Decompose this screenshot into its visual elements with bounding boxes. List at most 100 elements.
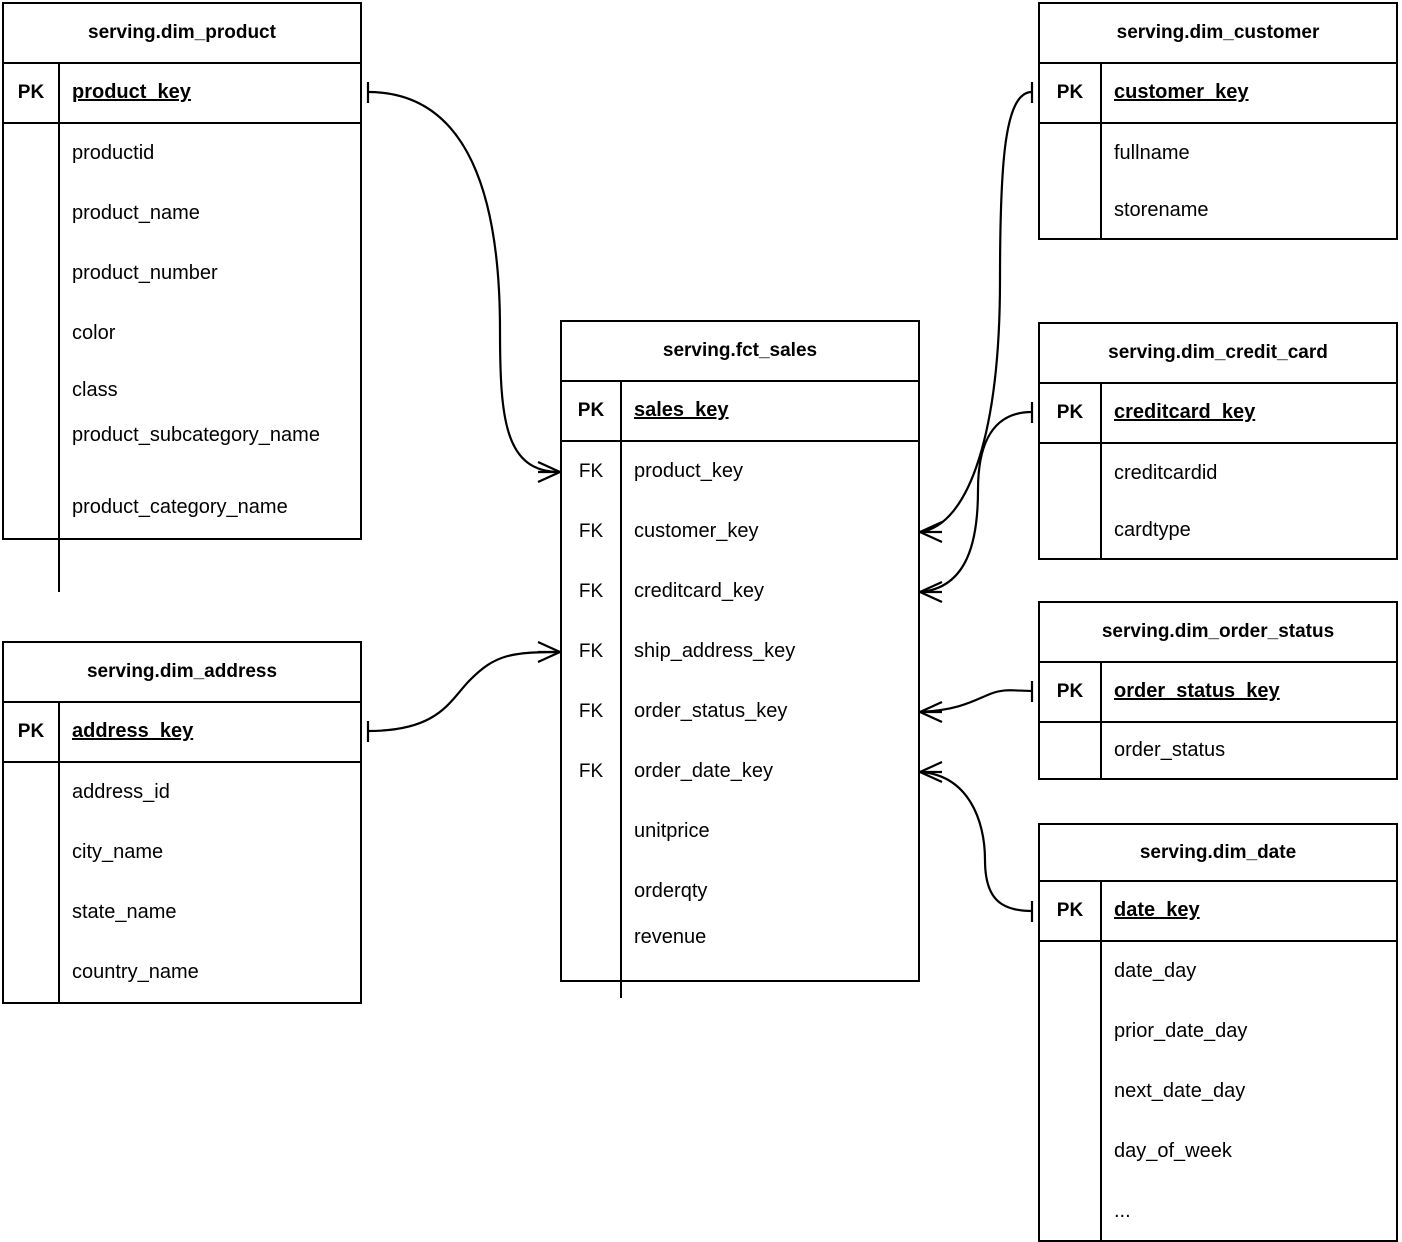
field-row-address-id[interactable]: address_id (4, 763, 360, 823)
field-name-ellipsis: ... (1114, 1200, 1131, 1223)
crows-foot-fct-sales-order-status-key (919, 700, 943, 724)
key-label-fk: FK (562, 682, 622, 742)
field-row-product-subcategory-name[interactable]: product_subcategory_name (4, 418, 360, 492)
field-name-state-name: state_name (72, 901, 177, 924)
key-label-blank (4, 883, 60, 943)
key-label-blank (4, 763, 60, 823)
field-row-prior-date-day[interactable]: prior_date_day (1040, 1002, 1396, 1062)
key-label-fk: FK (562, 502, 622, 562)
field-row-product-key[interactable]: FK product_key (562, 442, 918, 502)
entity-title-fct-sales: serving.fct_sales (562, 322, 918, 382)
relationship-fct-sales-to-dim-credit-card (919, 402, 1034, 604)
key-label-blank (4, 124, 60, 184)
key-label-blank (1040, 1062, 1102, 1122)
entity-title-dim-customer: serving.dim_customer (1040, 4, 1396, 64)
field-row-revenue[interactable]: revenue (562, 922, 918, 998)
field-row-class[interactable]: class (4, 364, 360, 418)
field-row-creditcard-key[interactable]: PK creditcard_key (1040, 384, 1396, 444)
field-name-address-id: address_id (72, 781, 170, 804)
key-label-blank (562, 862, 622, 922)
entity-dim-date[interactable]: serving.dim_date PK date_key date_day pr… (1038, 823, 1398, 1242)
key-label-blank (1040, 1182, 1102, 1242)
relationship-dim-product-to-fct-sales (366, 82, 561, 484)
field-name-revenue: revenue (634, 926, 707, 948)
crows-foot-fct-sales-ship-address-key (537, 640, 561, 664)
field-row-product-key[interactable]: PK product_key (4, 64, 360, 124)
key-label-pk: PK (1040, 882, 1102, 940)
field-row-unitprice[interactable]: unitprice (562, 802, 918, 862)
field-name-next-date-day: next_date_day (1114, 1080, 1246, 1103)
entity-title-dim-credit-card: serving.dim_credit_card (1040, 324, 1396, 384)
key-label-blank (1040, 1002, 1102, 1062)
field-name-orderqty: orderqty (634, 880, 708, 903)
field-name-customer-key: customer_key (634, 520, 759, 543)
relationship-fct-sales-to-dim-customer (919, 82, 1034, 544)
field-row-product-category-name[interactable]: product_category_name (4, 492, 360, 592)
field-row-order-status-key[interactable]: PK order_status_key (1040, 663, 1396, 723)
field-row-date-day[interactable]: date_day (1040, 942, 1396, 1002)
field-row-day-of-week[interactable]: day_of_week (1040, 1122, 1396, 1182)
field-row-ellipsis[interactable]: ... (1040, 1182, 1396, 1242)
entity-title-dim-address: serving.dim_address (4, 643, 360, 703)
crows-foot-fct-sales-customer-key (919, 520, 943, 544)
entity-dim-credit-card[interactable]: serving.dim_credit_card PK creditcard_ke… (1038, 322, 1398, 560)
key-label-fk: FK (562, 562, 622, 622)
field-row-fullname[interactable]: fullname (1040, 124, 1396, 184)
key-label-blank (1040, 504, 1102, 558)
key-label-fk: FK (562, 622, 622, 682)
entity-title-dim-product: serving.dim_product (4, 4, 360, 64)
key-label-blank (4, 823, 60, 883)
field-row-productid[interactable]: productid (4, 124, 360, 184)
crows-foot-fct-sales-product-key (537, 460, 561, 484)
entity-dim-order-status[interactable]: serving.dim_order_status PK order_status… (1038, 601, 1398, 780)
field-name-creditcardid: creditcardid (1114, 462, 1218, 485)
key-label-blank (4, 304, 60, 364)
field-name-color: color (72, 322, 116, 345)
field-row-creditcard-key[interactable]: FK creditcard_key (562, 562, 918, 622)
entity-rows-dim-address: PK address_key address_id city_name stat… (4, 703, 360, 1003)
key-label-blank (1040, 124, 1102, 184)
entity-dim-customer[interactable]: serving.dim_customer PK customer_key ful… (1038, 2, 1398, 240)
key-label-fk: FK (562, 442, 622, 502)
entity-rows-dim-customer: PK customer_key fullname storename (1040, 64, 1396, 238)
key-label-blank (1040, 1122, 1102, 1182)
field-row-color[interactable]: color (4, 304, 360, 364)
field-row-creditcardid[interactable]: creditcardid (1040, 444, 1396, 504)
field-row-country-name[interactable]: country_name (4, 943, 360, 1003)
key-label-blank (1040, 444, 1102, 504)
field-row-customer-key[interactable]: PK customer_key (1040, 64, 1396, 124)
field-row-product-number[interactable]: product_number (4, 244, 360, 304)
key-label-blank (4, 244, 60, 304)
key-label-blank (1040, 942, 1102, 1002)
field-row-address-key[interactable]: PK address_key (4, 703, 360, 763)
field-name-order-status-key: order_status_key (1114, 680, 1280, 703)
field-row-date-key[interactable]: PK date_key (1040, 882, 1396, 942)
key-label-pk: PK (4, 64, 60, 122)
field-name-class: class (72, 379, 118, 402)
field-row-next-date-day[interactable]: next_date_day (1040, 1062, 1396, 1122)
field-row-sales-key[interactable]: PK sales_key (562, 382, 918, 442)
field-row-order-status[interactable]: order_status (1040, 723, 1396, 778)
field-row-order-date-key[interactable]: FK order_date_key (562, 742, 918, 802)
field-row-order-status-key[interactable]: FK order_status_key (562, 682, 918, 742)
crows-foot-fct-sales-order-date-key (919, 760, 943, 784)
field-row-city-name[interactable]: city_name (4, 823, 360, 883)
field-name-product-key: product_key (634, 460, 743, 483)
field-name-day-of-week: day_of_week (1114, 1140, 1232, 1163)
field-name-country-name: country_name (72, 961, 199, 984)
field-row-ship-address-key[interactable]: FK ship_address_key (562, 622, 918, 682)
field-row-state-name[interactable]: state_name (4, 883, 360, 943)
field-row-customer-key[interactable]: FK customer_key (562, 502, 918, 562)
key-label-blank (562, 802, 622, 862)
entity-rows-dim-product: PK product_key productid product_name pr… (4, 64, 360, 592)
field-row-storename[interactable]: storename (1040, 184, 1396, 238)
key-label-pk: PK (1040, 663, 1102, 721)
field-row-cardtype[interactable]: cardtype (1040, 504, 1396, 558)
relationship-dim-address-to-fct-sales (366, 640, 561, 742)
field-row-product-name[interactable]: product_name (4, 184, 360, 244)
entity-fct-sales[interactable]: serving.fct_sales PK sales_key FK produc… (560, 320, 920, 998)
entity-dim-product[interactable]: serving.dim_product PK product_key produ… (2, 2, 362, 592)
field-name-product-category-name: product_category_name (72, 496, 288, 518)
field-row-orderqty[interactable]: orderqty (562, 862, 918, 922)
entity-dim-address[interactable]: serving.dim_address PK address_key addre… (2, 641, 362, 1004)
